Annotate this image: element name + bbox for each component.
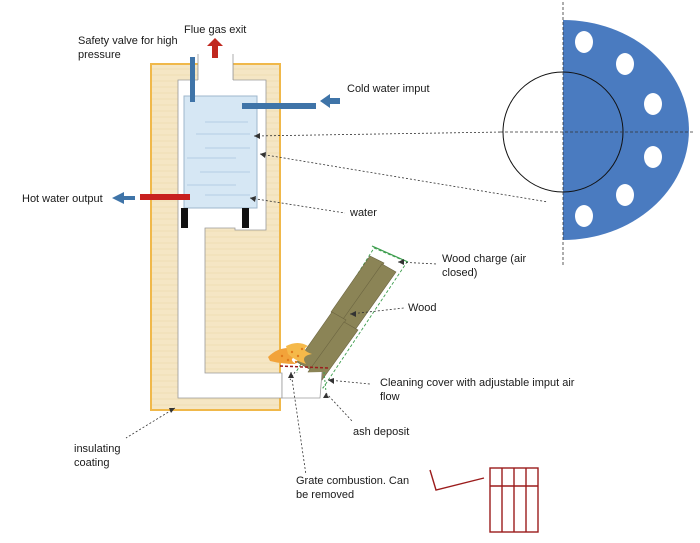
- label-cleaning-cover-2: flow: [380, 391, 400, 403]
- water-texture: [187, 121, 250, 196]
- removable-grate-icon: [429, 467, 539, 533]
- cleaning-cover: [323, 371, 327, 393]
- label-safety-valve-2: pressure: [78, 49, 121, 61]
- tank-support-right: [242, 208, 249, 228]
- label-hot-water-output: Hot water output: [22, 193, 103, 205]
- perforated-plate: [563, 20, 689, 240]
- tank-support-left: [181, 208, 188, 228]
- chimney-outlet: [198, 54, 233, 84]
- ash-pit: [281, 371, 323, 399]
- label-grate-1: Grate combustion. Can: [296, 475, 409, 487]
- grate-line: [279, 365, 329, 369]
- hot-water-pipe: [140, 194, 190, 200]
- label-cleaning-cover-1: Cleaning cover with adjustable imput air: [380, 377, 575, 389]
- safety-valve-pipe: [190, 57, 195, 102]
- label-safety-valve-1: Safety valve for high: [78, 35, 178, 47]
- label-insulating-1: insulating: [74, 443, 120, 455]
- water-tank: [183, 95, 258, 209]
- leader-lines: [125, 131, 549, 476]
- flame-icon: [268, 343, 312, 364]
- label-insulating-2: coating: [74, 457, 109, 469]
- label-wood-charge-2: closed): [442, 267, 477, 279]
- label-wood-charge-1: Wood charge (air: [442, 253, 527, 265]
- label-ash-deposit: ash deposit: [353, 426, 409, 438]
- plate-holes: [575, 31, 662, 227]
- label-water: water: [349, 207, 377, 219]
- label-wood: Wood: [408, 302, 437, 314]
- label-flue-gas-exit: Flue gas exit: [184, 24, 246, 36]
- arrow-heads: [169, 133, 404, 413]
- flue-arrow-icon: [207, 38, 223, 58]
- hot-arrow-icon: [112, 192, 135, 204]
- cold-arrow-icon: [320, 94, 340, 108]
- label-cold-water-input: Cold water imput: [347, 83, 430, 95]
- label-grate-2: be removed: [296, 489, 354, 501]
- cold-water-pipe: [242, 103, 316, 109]
- wood-log-4: [307, 321, 359, 381]
